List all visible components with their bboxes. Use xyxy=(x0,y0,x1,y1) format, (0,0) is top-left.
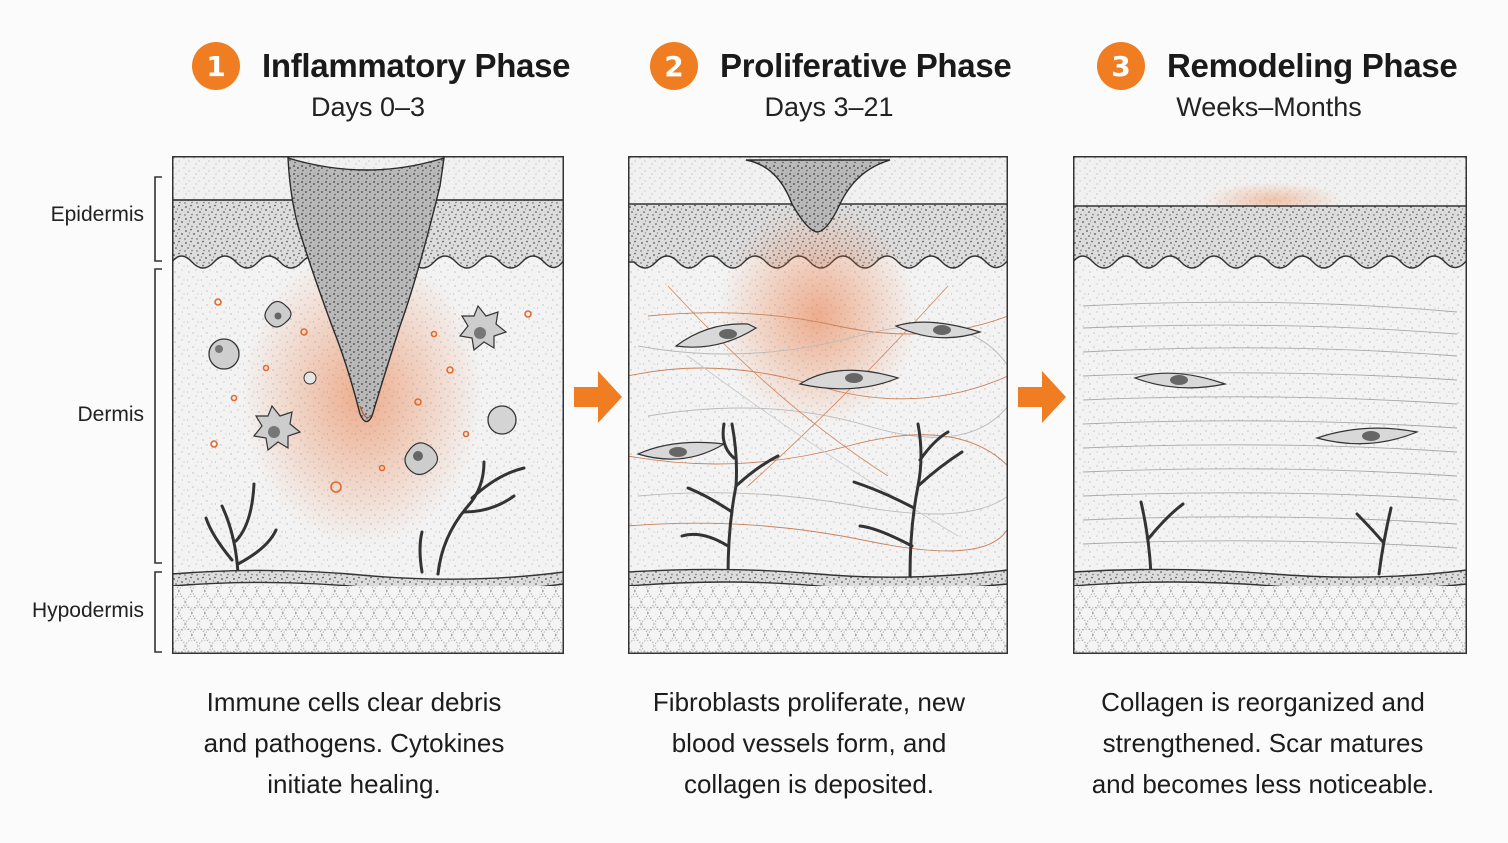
phase-1-badge: 1 xyxy=(192,42,240,90)
right-arrow-icon xyxy=(574,371,622,423)
new-blood-vessels xyxy=(680,422,964,578)
caption-line: Immune cells clear debris xyxy=(206,687,502,717)
phase-3-subtitle: Weeks–Months xyxy=(1176,92,1362,122)
cytokine-dots xyxy=(210,298,532,493)
panel-remodeling xyxy=(1073,156,1467,654)
phase-1-title: Inflammatory Phase xyxy=(262,47,571,84)
healing-glow xyxy=(718,206,918,426)
phase-2-badge: 2 xyxy=(650,42,698,90)
caption-line: strengthened. Scar matures xyxy=(1102,728,1424,758)
fibroblasts xyxy=(636,321,982,460)
caption-line: Fibroblasts proliferate, new xyxy=(652,687,966,717)
epidermis-bracket xyxy=(154,176,162,262)
phase-3-caption: Collagen is reorganized and strengthened… xyxy=(1063,682,1463,805)
layer-label-dermis: Dermis xyxy=(77,403,145,426)
right-arrow-icon xyxy=(1018,371,1066,423)
organized-collagen xyxy=(1082,301,1458,549)
layer-label-epidermis: Epidermis xyxy=(50,203,144,226)
phase-2-header: 2 Proliferative Phase xyxy=(650,38,1012,94)
wound-cavity xyxy=(287,157,445,423)
fibroblasts xyxy=(1133,372,1420,445)
phase-1-caption: Immune cells clear debris and pathogens.… xyxy=(154,682,554,805)
phase-2-title: Proliferative Phase xyxy=(720,47,1012,84)
phase-2-subtitle: Days 3–21 xyxy=(764,92,894,122)
hypodermis-bracket xyxy=(154,571,162,653)
inflammatory-illustration xyxy=(172,156,564,654)
layer-label-hypodermis: Hypodermis xyxy=(31,599,144,622)
dermis-bracket xyxy=(154,268,162,564)
phase-3-header: 3 Remodeling Phase xyxy=(1097,38,1458,94)
closing-wound xyxy=(745,159,891,233)
caption-line: and becomes less noticeable. xyxy=(1091,769,1435,799)
blood-vessels xyxy=(1139,500,1393,576)
remodeling-illustration xyxy=(1073,156,1467,654)
caption-line: blood vessels form, and xyxy=(671,728,947,758)
proliferative-illustration xyxy=(628,156,1008,654)
blood-vessels xyxy=(204,460,526,576)
panel-proliferative xyxy=(628,156,1008,654)
phase-2-caption: Fibroblasts proliferate, new blood vesse… xyxy=(609,682,1009,805)
phase-1-header: 1 Inflammatory Phase xyxy=(192,38,571,94)
phase-3-badge: 3 xyxy=(1097,42,1145,90)
panel-inflammatory xyxy=(172,156,564,654)
caption-line: and pathogens. Cytokines xyxy=(203,728,505,758)
caption-line: Collagen is reorganized and xyxy=(1101,687,1425,717)
immune-cells xyxy=(208,300,517,476)
phase-3-title: Remodeling Phase xyxy=(1167,47,1458,84)
caption-line: collagen is deposited. xyxy=(683,769,935,799)
hypodermis-fat xyxy=(172,586,564,654)
phase-1-subtitle: Days 0–3 xyxy=(310,92,426,122)
caption-line: initiate healing. xyxy=(267,769,441,799)
